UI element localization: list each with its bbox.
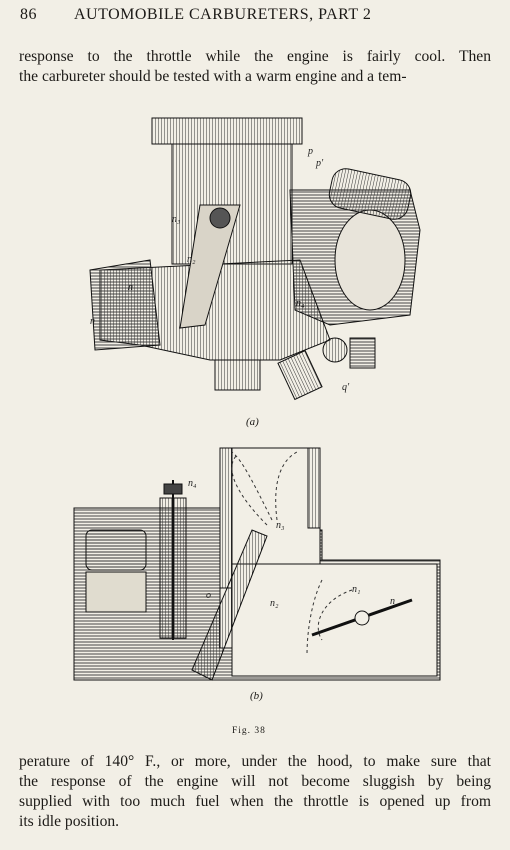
running-title: AUTOMOBILE CARBURETERS, PART 2 [74, 6, 372, 23]
text-line: perature of 140° F., or more, under the … [19, 753, 491, 770]
label-n4-b: n₄ [188, 478, 197, 489]
label-n3-b: n₃ [276, 520, 285, 531]
label-n2: n₂ [187, 254, 196, 265]
text-line: supplied with too much fuel when the thr… [19, 793, 491, 810]
page-header: 86 AUTOMOBILE CARBURETERS, PART 2 [20, 6, 500, 28]
label-o-b: o [206, 590, 211, 601]
label-p: p [307, 146, 313, 157]
sublabel-b: (b) [250, 690, 263, 702]
text-line: the response of the engine will not beco… [19, 773, 491, 790]
paragraph-bottom: perature of 140° F., or more, under the … [19, 752, 491, 832]
text-line: its idle position. [19, 813, 120, 830]
carbureter-illustration-b: n₄ n₃ n₂ n₁ n o [73, 447, 441, 681]
label-n1-b: n₁ [352, 584, 360, 595]
carbureter-illustration-a: p p' n₃ n₂ n n n₄ q' [89, 117, 421, 401]
label-n3: n₃ [172, 214, 181, 225]
page-number: 86 [20, 6, 37, 23]
text-line: the carbureter should be tested with a w… [19, 68, 407, 85]
label-n-lower: n [90, 316, 95, 327]
label-n-b: n [390, 596, 395, 607]
figure-caption: Fig. 38 [232, 726, 266, 736]
sublabel-a: (a) [246, 416, 259, 428]
label-n2-b: n₂ [270, 598, 279, 609]
label-p-prime: p' [315, 158, 324, 169]
text-line: response to the throttle while the engin… [19, 48, 491, 65]
label-n4: n₄ [296, 298, 305, 309]
label-q-prime: q' [342, 382, 350, 393]
label-n: n [128, 282, 133, 293]
paragraph-top: response to the throttle while the engin… [19, 47, 491, 87]
